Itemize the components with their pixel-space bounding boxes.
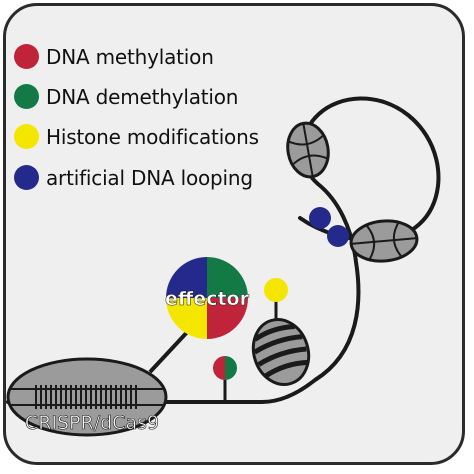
legend-item-looping: artificial DNA looping <box>14 165 253 190</box>
looping-marker-icon <box>309 207 331 229</box>
legend-label: DNA methylation <box>46 44 214 69</box>
loop-protein-top <box>286 121 330 179</box>
effector-linker <box>148 326 193 374</box>
legend-label: Histone modifications <box>46 124 259 149</box>
legend-item-demethylation: DNA demethylation <box>14 84 238 109</box>
dcas9-label: CRISPR/dCas9 <box>25 412 159 434</box>
looping-dot-icon <box>14 165 39 190</box>
nucleosome-icon <box>251 318 311 386</box>
legend-item-methylation: DNA methylation <box>14 44 214 69</box>
legend-label: DNA demethylation <box>46 84 239 109</box>
methyl-demethyl-mark-icon <box>213 356 237 380</box>
guide-rna-ticks <box>35 385 137 409</box>
demethylation-dot-icon <box>14 84 39 109</box>
effector-label: effector <box>165 288 250 310</box>
legend-label: artificial DNA looping <box>46 165 253 190</box>
looping-marker-icon <box>327 225 349 247</box>
dcas9-protein <box>6 357 168 437</box>
methylation-dot-icon <box>14 44 39 69</box>
histone-mark-icon <box>264 278 288 302</box>
legend-item-histone: Histone modifications <box>14 124 259 149</box>
histone-dot-icon <box>14 124 39 149</box>
loop-protein-bottom <box>349 219 419 263</box>
